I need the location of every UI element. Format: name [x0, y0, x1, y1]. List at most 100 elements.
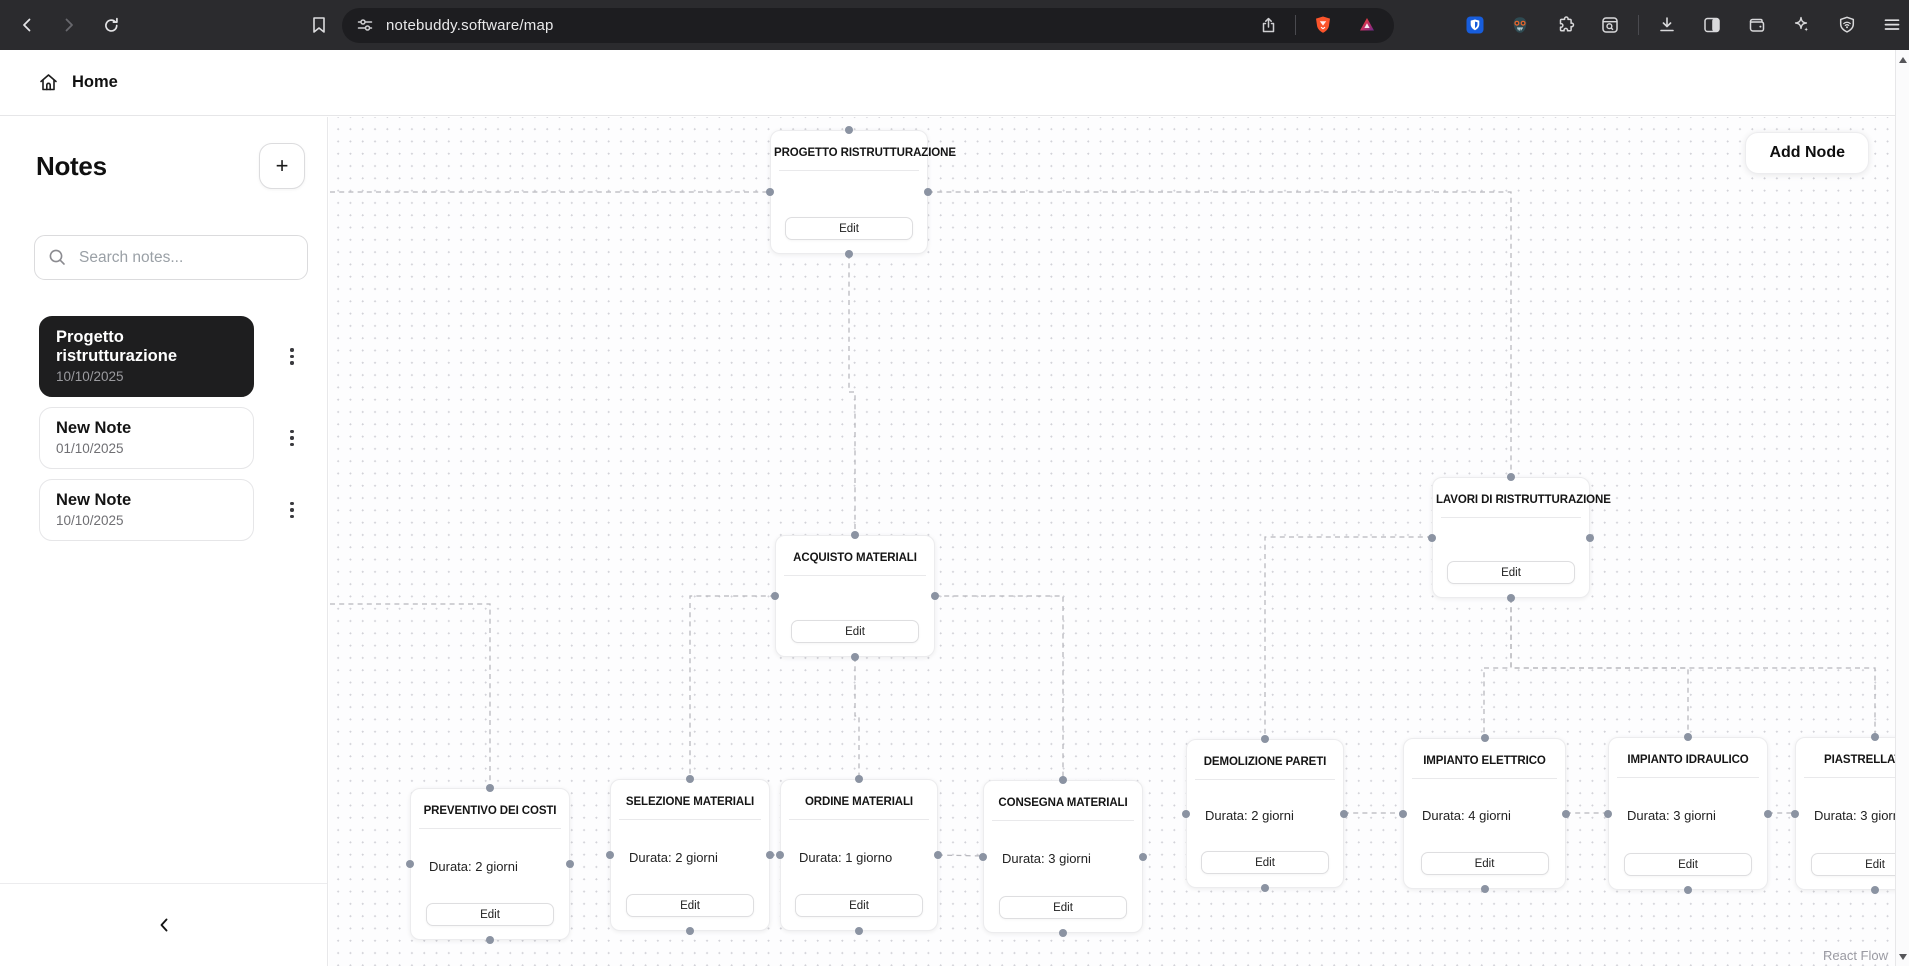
node-handle-bottom[interactable]	[1480, 885, 1489, 893]
note-options-icon[interactable]	[279, 421, 305, 455]
flow-node[interactable]: LAVORI DI RISTRUTTURAZIONE Edit	[1428, 473, 1611, 602]
puzzle-extensions-icon[interactable]	[1548, 8, 1582, 42]
flow-node[interactable]: DEMOLIZIONE PARETI Durata: 2 giorni Edit	[1182, 735, 1348, 892]
flow-node[interactable]: IMPIANTO IDRAULICO Durata: 3 giorni Edit	[1604, 733, 1772, 894]
download-icon[interactable]	[1650, 8, 1684, 42]
node-handle-top[interactable]	[855, 775, 863, 783]
node-edit-button[interactable]: Edit	[626, 894, 754, 917]
scroll-up-arrow[interactable]	[1898, 57, 1907, 63]
flow-node[interactable]: PREVENTIVO DEI COSTI Durata: 2 giorni Ed…	[406, 784, 574, 944]
node-handle-bottom[interactable]	[486, 936, 494, 944]
flow-node[interactable]: CONSEGNA MATERIALI Durata: 3 giorni Edit	[979, 776, 1147, 937]
node-handle-bottom[interactable]	[845, 250, 853, 258]
node-handle-top[interactable]	[1480, 734, 1489, 742]
node-edit-button[interactable]: Edit	[1420, 852, 1549, 875]
node-handle-bottom[interactable]	[1871, 886, 1879, 894]
node-handle-bottom[interactable]	[1261, 884, 1269, 892]
node-edit-button[interactable]: Edit	[1447, 561, 1575, 584]
node-handle-left[interactable]	[1428, 533, 1436, 542]
menu-icon[interactable]	[1875, 8, 1909, 42]
node-handle-left[interactable]	[1604, 809, 1612, 818]
reload-icon[interactable]	[94, 8, 128, 42]
node-handle-left[interactable]	[776, 851, 784, 859]
note-list-item[interactable]: New Note 10/10/2025	[39, 479, 254, 541]
search-notes-input[interactable]	[34, 235, 308, 280]
brave-shield-icon[interactable]	[1306, 8, 1340, 42]
node-handle-right[interactable]	[924, 188, 932, 196]
wallet-icon[interactable]	[1740, 8, 1774, 42]
node-handle-left[interactable]	[606, 851, 614, 859]
node-edit-button[interactable]: Edit	[1201, 851, 1329, 874]
note-options-icon[interactable]	[279, 340, 305, 374]
flow-node[interactable]: IMPIANTO ELETTRICO Durata: 4 giorni Edit	[1399, 734, 1570, 893]
node-edit-button[interactable]: Edit	[1624, 853, 1752, 876]
add-note-button[interactable]: +	[259, 143, 305, 189]
node-handle-left[interactable]	[979, 852, 987, 861]
node-handle-left[interactable]	[1399, 809, 1407, 818]
share-icon[interactable]	[1251, 8, 1285, 42]
flow-node[interactable]: SELEZIONE MATERIALI Durata: 2 giorni Edi…	[606, 775, 774, 935]
url-text[interactable]: notebuddy.software/map	[386, 16, 554, 34]
node-handle-top[interactable]	[851, 531, 859, 539]
url-bar[interactable]: notebuddy.software/map	[342, 7, 1394, 43]
bookmark-icon[interactable]	[302, 8, 336, 42]
sidebar-toggle-icon[interactable]	[1695, 8, 1729, 42]
node-handle-bottom[interactable]	[851, 653, 859, 661]
node-handle-right[interactable]	[934, 851, 942, 859]
node-handle-right[interactable]	[1562, 809, 1570, 818]
node-handle-right[interactable]	[931, 592, 939, 600]
flow-node[interactable]: ACQUISTO MATERIALI Edit	[771, 531, 939, 661]
node-handle-right[interactable]	[566, 860, 574, 868]
leo-ai-icon[interactable]	[1785, 8, 1819, 42]
node-handle-top[interactable]	[845, 126, 853, 134]
add-node-button[interactable]: Add Node	[1745, 132, 1869, 174]
node-handle-right[interactable]	[1764, 809, 1772, 818]
node-handle-top[interactable]	[686, 775, 694, 783]
page-scrollbar[interactable]	[1895, 50, 1909, 966]
reader-search-icon[interactable]	[1593, 8, 1627, 42]
site-settings-icon[interactable]	[356, 16, 374, 34]
node-handle-left[interactable]	[406, 860, 414, 868]
node-handle-left[interactable]	[766, 188, 774, 196]
node-handle-top[interactable]	[1684, 733, 1692, 741]
node-edit-button[interactable]: Edit	[426, 903, 554, 926]
node-edit-button[interactable]: Edit	[999, 896, 1127, 919]
flow-node[interactable]: PROGETTO RISTRUTTURAZIONE Edit	[766, 126, 956, 258]
brave-rewards-icon[interactable]	[1350, 8, 1384, 42]
node-handle-right[interactable]	[1586, 533, 1594, 542]
note-options-icon[interactable]	[279, 493, 305, 527]
home-link[interactable]: Home	[72, 73, 118, 91]
node-handle-bottom[interactable]	[1507, 594, 1515, 602]
node-handle-top[interactable]	[1871, 733, 1879, 741]
node-handle-bottom[interactable]	[686, 927, 694, 935]
node-handle-top[interactable]	[1507, 473, 1515, 481]
note-list-item[interactable]: New Note 01/10/2025	[39, 407, 254, 469]
forward-icon[interactable]	[52, 8, 86, 42]
note-list-item[interactable]: Progetto ristrutturazione 10/10/2025	[39, 316, 254, 397]
flow-canvas[interactable]: Add Node PROGETTO RISTRUTTURAZIONE Edit …	[329, 117, 1895, 966]
node-handle-bottom[interactable]	[855, 927, 863, 935]
vpn-shield-icon[interactable]	[1830, 8, 1864, 42]
node-edit-button[interactable]: Edit	[1811, 853, 1895, 876]
back-icon[interactable]	[10, 8, 44, 42]
node-handle-right[interactable]	[766, 851, 774, 859]
node-handle-left[interactable]	[771, 592, 779, 600]
node-handle-left[interactable]	[1791, 809, 1799, 818]
node-handle-top[interactable]	[486, 784, 494, 792]
scroll-down-arrow[interactable]	[1898, 954, 1907, 960]
node-handle-bottom[interactable]	[1684, 886, 1692, 894]
bitwarden-icon[interactable]	[1458, 8, 1492, 42]
node-handle-right[interactable]	[1139, 852, 1147, 861]
collapse-sidebar-icon[interactable]	[155, 915, 173, 935]
flow-node[interactable]: PIASTRELLATURA Durata: 3 giorni Edit	[1791, 733, 1895, 894]
flow-node[interactable]: ORDINE MATERIALI Durata: 1 giorno Edit	[776, 775, 942, 935]
robot-extension-icon[interactable]	[1503, 8, 1537, 42]
node-handle-top[interactable]	[1059, 776, 1067, 784]
node-handle-top[interactable]	[1261, 735, 1269, 743]
node-handle-bottom[interactable]	[1059, 929, 1067, 937]
node-edit-button[interactable]: Edit	[791, 620, 919, 643]
node-handle-left[interactable]	[1182, 809, 1190, 818]
node-edit-button[interactable]: Edit	[785, 217, 913, 240]
node-edit-button[interactable]: Edit	[795, 894, 923, 917]
node-handle-right[interactable]	[1340, 809, 1348, 818]
